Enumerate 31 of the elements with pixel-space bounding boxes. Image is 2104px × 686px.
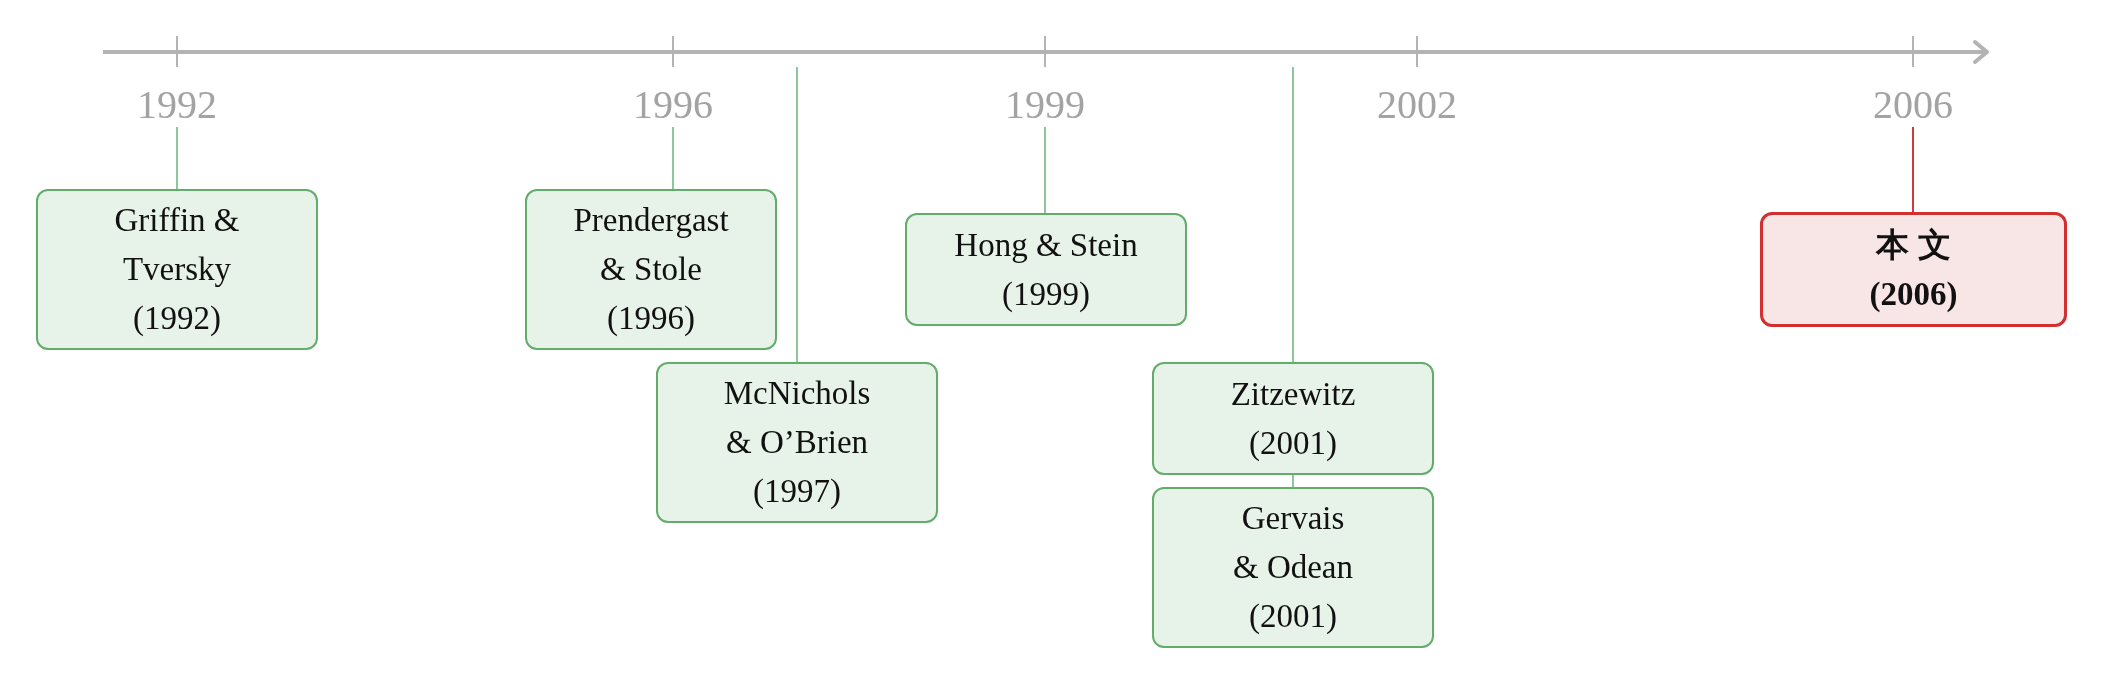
year-label: 2002 [1377,85,1457,125]
year-label: 2006 [1873,85,1953,125]
event-year: (2001) [1249,423,1337,463]
event-year: (1996) [607,299,695,338]
event-title: Zitzewitz [1230,374,1356,414]
event-title: Gervais & Odean [1231,499,1354,587]
leader-line [672,126,674,190]
event-year: (2001) [1249,597,1337,636]
event-title: Hong & Stein [954,225,1138,265]
event-year: (2006) [1869,274,1958,314]
event-box [525,189,777,350]
event-box [656,362,938,523]
event-box [36,189,318,350]
event-title: Griffin & Tversky [113,201,241,289]
year-label: 1996 [633,85,713,125]
year-label: 1992 [137,85,217,125]
leader-line [1912,126,1914,213]
event-year: (1992) [133,299,221,338]
year-label: 1999 [1005,85,1085,125]
event-box [1152,362,1434,475]
event-box [905,213,1187,326]
event-title: McNichols & O’Brien [722,374,872,462]
event-title: Prendergast & Stole [572,201,730,289]
event-box [1152,487,1434,648]
leader-line [796,66,798,363]
leader-line [1044,126,1046,214]
event-title: 本 文 [1876,225,1951,265]
highlight-box [1760,212,2067,327]
leader-line [176,126,178,190]
event-year: (1997) [753,472,841,511]
event-year: (1999) [1002,274,1090,314]
